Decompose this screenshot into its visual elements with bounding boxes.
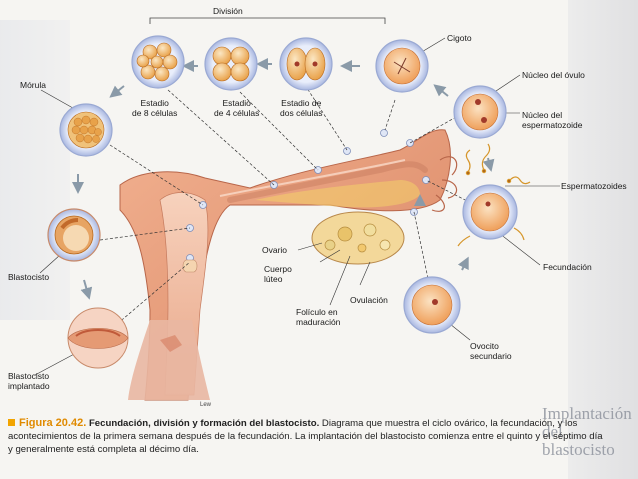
label-corpus-luteum: Cuerpo lúteo xyxy=(264,264,292,284)
fertilization-diagram xyxy=(34,17,560,401)
label-blastocyst: Blastocisto xyxy=(8,272,50,282)
label-ovary: Ovario xyxy=(262,245,288,255)
caption-title: Fecundación, división y formación del bl… xyxy=(88,418,320,429)
label-maturing-follicle: Folículo en maduración xyxy=(296,307,341,327)
label-zygote: Cigoto xyxy=(447,33,472,43)
secondary-oocyte xyxy=(403,276,461,334)
label-8-cell-stage: Estadio de 8 células xyxy=(132,98,178,118)
label-implanted-blastocyst: Blastocisto implantado xyxy=(8,371,50,391)
stage-2-cells xyxy=(279,37,333,91)
sperm-cells xyxy=(457,143,531,247)
background-page-left xyxy=(0,20,70,320)
label-secondary-oocyte: Ovocito secundario xyxy=(470,341,512,361)
morula xyxy=(59,103,113,157)
connector-lines xyxy=(99,84,476,331)
caption-text: Diagrama que muestra el ciclo ovárico, l… xyxy=(8,418,603,455)
side-heading: Implantación del blastocisto xyxy=(542,404,632,459)
label-sperm-nucleus: Núcleo del espermatozoide xyxy=(522,110,583,130)
implanted-blastocyst xyxy=(67,307,129,369)
label-sperm-cells: Espermatozoides xyxy=(561,181,627,191)
ovum-with-pronuclei xyxy=(453,85,507,139)
caption-figure-number: Figura 20.42. xyxy=(19,417,87,429)
illustrator-signature: Lew xyxy=(200,402,212,408)
label-division: División xyxy=(213,6,243,16)
fertilization-cell xyxy=(462,184,518,240)
label-4-cell-stage: Estadio de 4 células xyxy=(214,98,260,118)
ovary-shape xyxy=(311,211,405,265)
figure-caption: Figura 20.42. Fecundación, división y fo… xyxy=(8,417,608,456)
label-ovum-nucleus: Núcleo del óvulo xyxy=(522,70,585,80)
label-2-cell-stage: Estadio de dos células xyxy=(280,98,323,118)
tube-lumen xyxy=(255,180,420,208)
cervix xyxy=(128,320,210,400)
blastocyst xyxy=(47,208,101,262)
process-arrows xyxy=(72,58,495,300)
uterus-illustration xyxy=(119,129,458,401)
division-bracket xyxy=(149,17,386,24)
label-ovulation: Ovulación xyxy=(350,295,388,305)
label-morula: Mórula xyxy=(20,80,46,90)
zygote xyxy=(375,39,429,93)
label-fertilization: Fecundación xyxy=(543,262,592,272)
stage-8-cells xyxy=(131,35,185,89)
caption-marker xyxy=(8,419,15,426)
stage-4-cells xyxy=(204,37,258,91)
background-page-right xyxy=(568,0,638,479)
